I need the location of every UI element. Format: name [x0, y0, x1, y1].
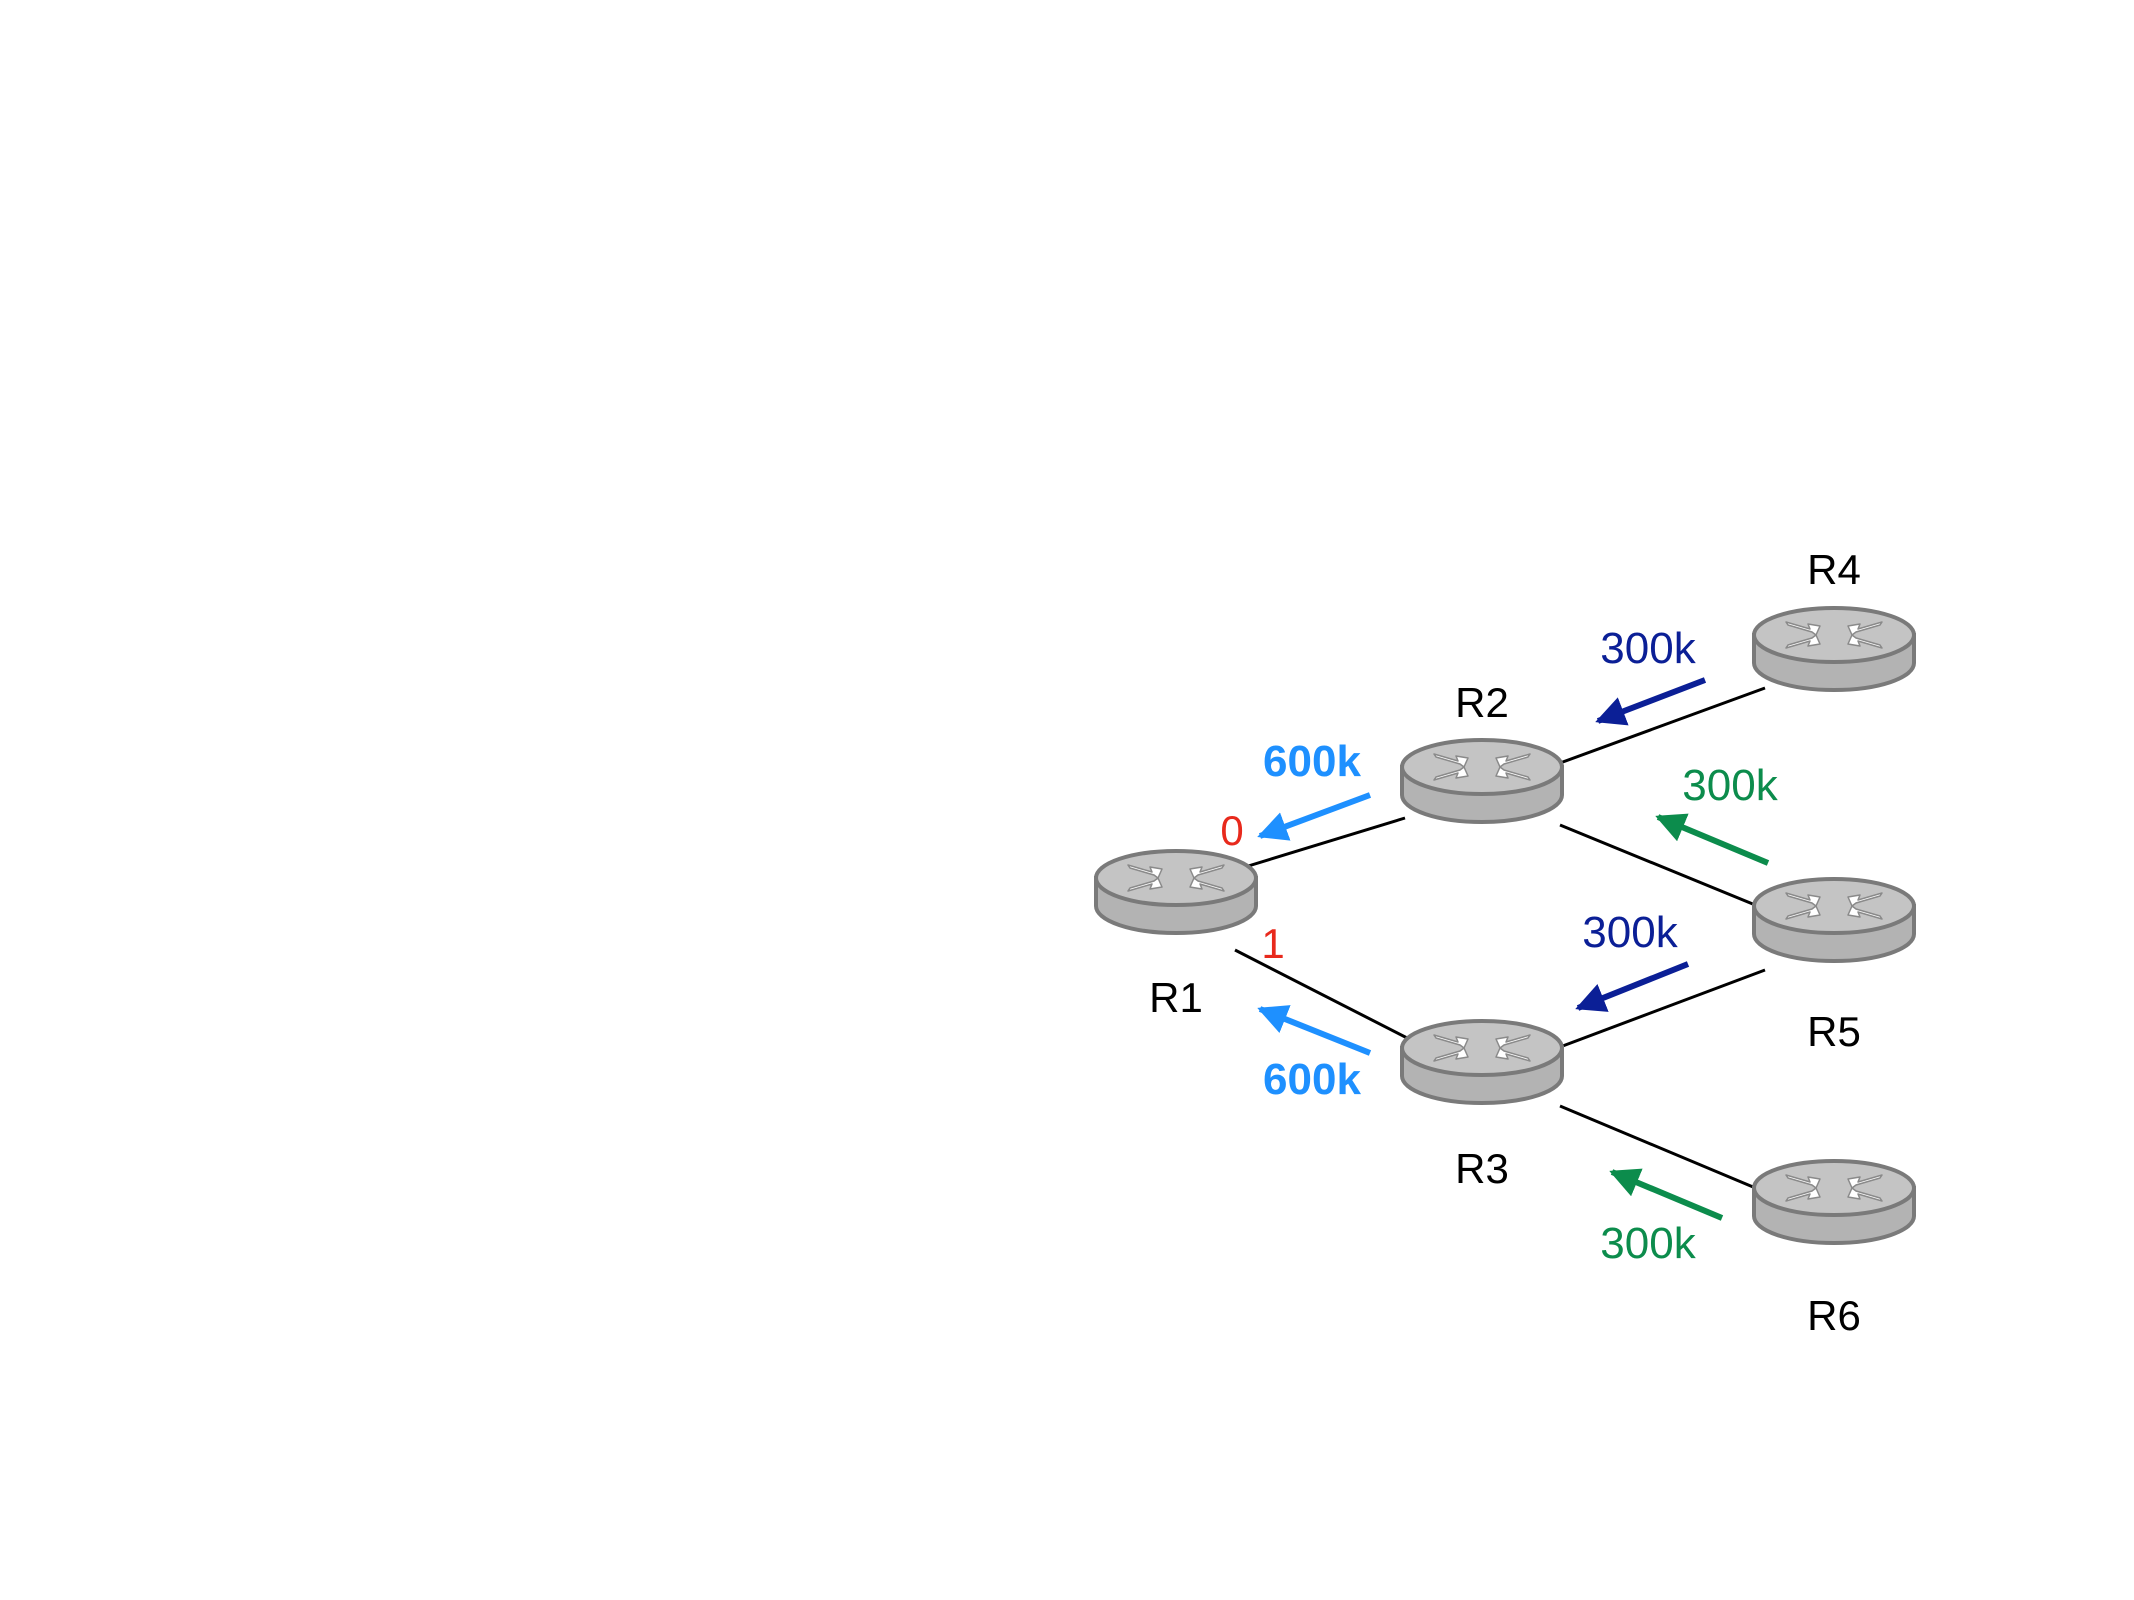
router-icon-r6[interactable]	[1752, 1159, 1916, 1245]
link-r1-r3	[1234, 948, 1416, 1044]
port-label-r1-0: 0	[1220, 807, 1243, 854]
traffic-label-r6-r3: 300k	[1600, 1219, 1696, 1268]
port-label-r1-1: 1	[1261, 920, 1284, 967]
link-r1-r2	[1244, 816, 1406, 869]
traffic-arrow-r5-r2	[1655, 813, 1770, 866]
link-r3-r5	[1559, 968, 1766, 1049]
router-label-r3: R3	[1455, 1145, 1509, 1192]
router-icon-r3[interactable]	[1400, 1019, 1564, 1105]
router-label-r2: R2	[1455, 679, 1509, 726]
traffic-label-r5-r2: 300k	[1682, 761, 1778, 810]
traffic-arrow-r5-r3	[1575, 961, 1690, 1012]
traffic-label-r4-r2: 300k	[1600, 624, 1696, 673]
router-label-r5: R5	[1807, 1008, 1861, 1055]
traffic-label-r3-r1: 600k	[1263, 1055, 1361, 1104]
router-icon-r5[interactable]	[1752, 877, 1916, 963]
traffic-label-r5-r3: 300k	[1582, 908, 1678, 957]
link-r2-r5	[1559, 823, 1766, 911]
traffic-arrow-r3-r1	[1257, 1005, 1372, 1056]
link-r2-r4	[1559, 686, 1766, 765]
traffic-label-r2-r1: 600k	[1263, 737, 1361, 786]
router-label-r6: R6	[1807, 1292, 1861, 1339]
router-icon-r1[interactable]	[1094, 849, 1258, 935]
traffic-arrow-r2-r1	[1257, 792, 1372, 841]
traffic-arrow-r6-r3	[1609, 1168, 1724, 1221]
links	[1234, 686, 1766, 1194]
router-label-r4: R4	[1807, 546, 1861, 593]
router-icon-r2[interactable]	[1400, 738, 1564, 824]
router-icon-r4[interactable]	[1752, 606, 1916, 692]
traffic-arrow-r4-r2	[1595, 677, 1707, 726]
link-r3-r6	[1559, 1104, 1766, 1194]
router-label-r1: R1	[1149, 974, 1203, 1021]
